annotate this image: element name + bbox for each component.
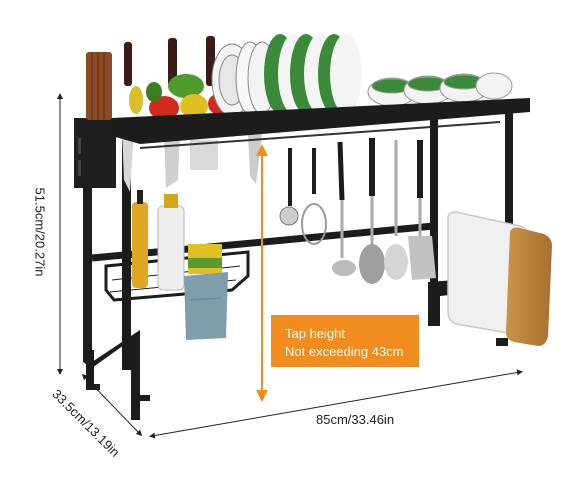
width-dimension-line [149, 369, 523, 439]
green-plates [264, 34, 362, 114]
utensils [279, 138, 436, 284]
cutting-boards [447, 211, 552, 346]
vegetables [129, 74, 232, 120]
towel [184, 272, 228, 340]
bowls [367, 72, 513, 107]
width-label: 85cm/33.46in [316, 412, 395, 427]
chopsticks [86, 52, 112, 120]
tap-height-title: Tap height [285, 326, 345, 341]
tap-height-callout: Tap height Not exceeding 43cm [271, 315, 419, 367]
knife-block [74, 118, 116, 188]
bottles [132, 190, 222, 291]
height-label: 51.5cm/20.27in [32, 187, 48, 277]
top-shelf [112, 98, 530, 149]
tap-height-note: Not exceeding 43cm [285, 344, 404, 359]
